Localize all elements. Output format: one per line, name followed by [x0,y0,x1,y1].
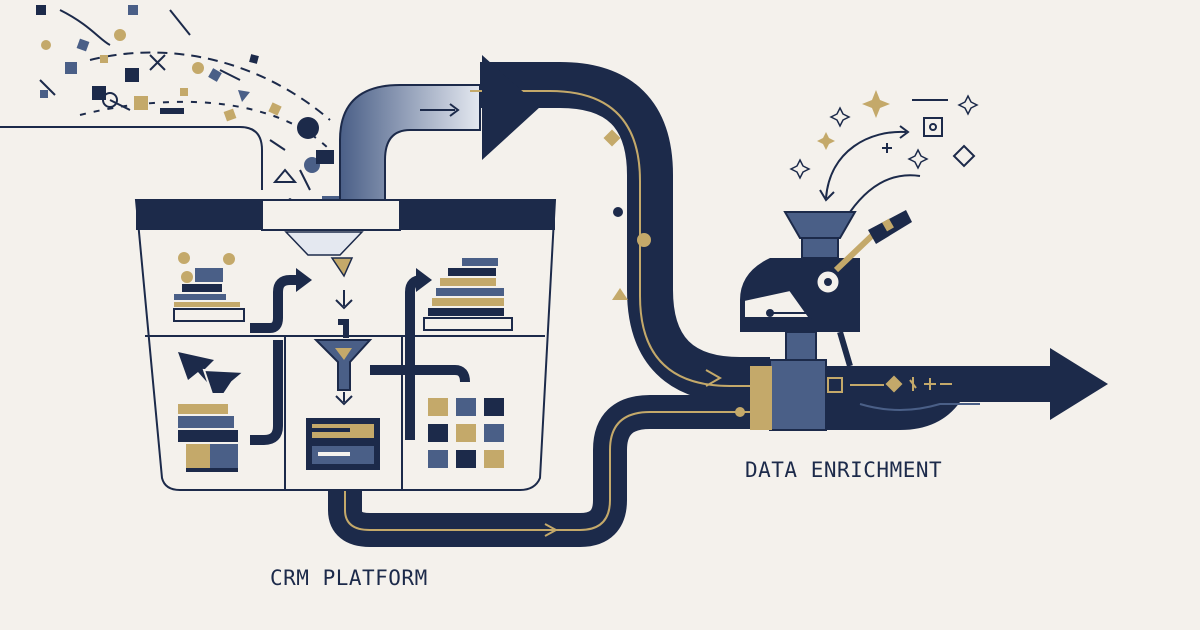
output-arrow [770,348,1108,430]
data-pile [173,252,245,322]
filter-funnel [313,339,373,406]
data-grid [428,398,504,468]
main-pipeline [480,62,770,403]
crm-platform-label: CRM PLATFORM [270,566,428,590]
merge-arrows [178,352,247,395]
record-card [306,418,380,470]
enrichment-machine [740,210,912,431]
sparkles [789,90,979,180]
raw-data-scatter [0,9,331,191]
data-enrichment-label: DATA ENRICHMENT [745,458,943,482]
pipeline-arrowhead [482,55,540,160]
stacked-records [423,258,513,331]
record-stack [178,404,238,472]
input-arc [339,84,481,201]
